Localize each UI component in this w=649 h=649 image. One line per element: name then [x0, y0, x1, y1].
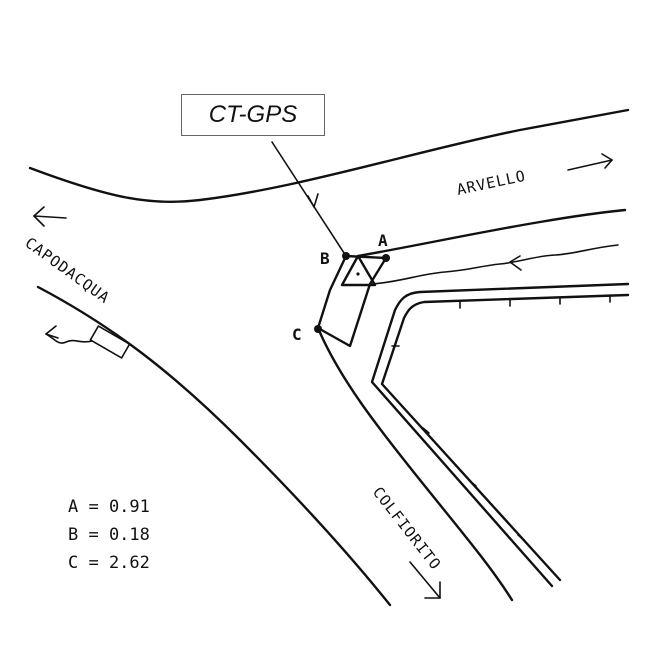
- gps-station-marker: [340, 254, 377, 287]
- building-wall-inner: [380, 293, 630, 582]
- road-edge-north: [28, 108, 630, 204]
- measurement-c: C = 2.62: [68, 553, 150, 573]
- measurement-a: A = 0.91: [68, 497, 150, 517]
- road-edge-arvello-south: [356, 208, 627, 258]
- wall-ticks: [391, 294, 611, 541]
- point-c-label: C: [292, 325, 302, 344]
- capodacqua-wavy-arrowhead: [45, 325, 59, 339]
- gps-station-center-dot: [356, 272, 360, 276]
- measurement-b: B = 0.18: [68, 525, 150, 545]
- road-label-arvello: ARVELLO: [455, 167, 527, 199]
- stream-arrowhead: [509, 255, 522, 271]
- capodacqua-wavy-arrow: [45, 333, 93, 344]
- road-edge-junction: [316, 254, 514, 602]
- road-label-capodacqua: CAPODACQUA: [22, 234, 114, 308]
- point-b-label: B: [320, 249, 330, 268]
- arrow-to-colfiorito: [409, 561, 441, 599]
- station-pointer-arrowhead: [307, 193, 319, 208]
- stream-line: [371, 244, 619, 285]
- arrow-to-capodacqua: [33, 206, 67, 227]
- point-b-dot: [342, 252, 350, 260]
- point-a-label: A: [378, 231, 388, 250]
- road-edge-west: [36, 285, 392, 607]
- point-c-dot: [314, 325, 322, 333]
- point-a-dot: [382, 254, 390, 262]
- arrow-to-arvello: [567, 153, 613, 171]
- small-building: [89, 325, 131, 359]
- station-outline: [316, 254, 388, 348]
- ct-gps-label: CT-GPS: [181, 94, 325, 136]
- building-wall-outer: [370, 282, 630, 588]
